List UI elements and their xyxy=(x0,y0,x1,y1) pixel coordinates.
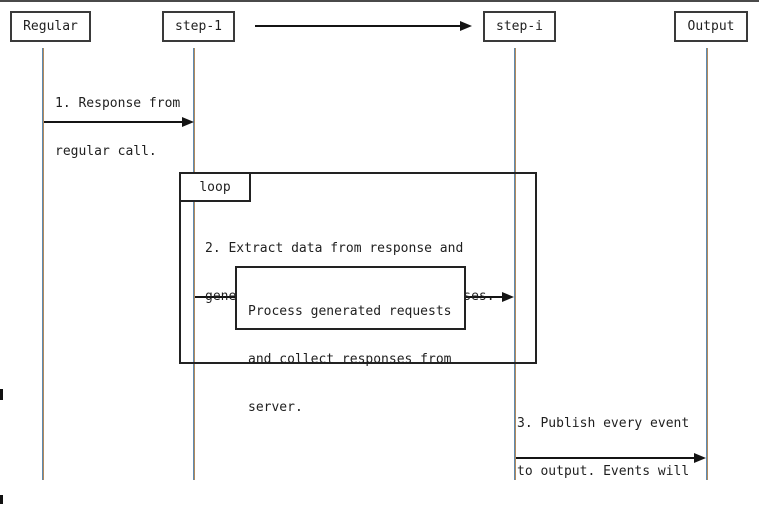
actor-box-step-1: step-1 xyxy=(162,11,235,42)
actor-box-regular: Regular xyxy=(10,11,91,42)
right-arrowhead-icon xyxy=(694,453,706,463)
process-box-line: server. xyxy=(248,400,303,415)
right-arrowhead-icon xyxy=(460,21,472,31)
lifeline-output xyxy=(706,48,708,480)
message-2-line: 2. Extract data from response and xyxy=(205,241,464,256)
loop-fragment-box xyxy=(179,172,537,364)
process-box: Process generated requests and collect r… xyxy=(235,266,466,415)
message-1-line: 1. Response from xyxy=(55,96,181,111)
process-box-line: and collect responses from xyxy=(248,352,452,367)
loop-label-box: loop xyxy=(179,172,251,202)
actor-label-step-1: step-1 xyxy=(175,19,222,34)
message-3-arrow-line xyxy=(516,457,694,459)
right-arrowhead-icon xyxy=(182,117,194,127)
lifeline-step-1 xyxy=(193,48,195,480)
process-connector-line xyxy=(195,296,235,298)
message-3-text: 3. Publish every event to output. Events… xyxy=(517,384,697,508)
loop-label: loop xyxy=(199,179,231,195)
header-arrow-line xyxy=(255,25,460,27)
left-edge-mark xyxy=(0,495,3,504)
actor-label-step-i: step-i xyxy=(496,19,543,34)
actor-label-output: Output xyxy=(687,19,735,34)
left-edge-mark xyxy=(0,389,3,400)
actor-label-regular: Regular xyxy=(23,19,78,34)
process-arrow-line xyxy=(466,296,502,298)
message-1-line: regular call. xyxy=(55,144,157,159)
message-3-line: to output. Events will xyxy=(517,464,690,479)
message-1-text: 1. Response from regular call. xyxy=(55,64,180,192)
right-arrowhead-icon xyxy=(502,292,514,302)
message-1-arrow-line xyxy=(44,121,182,123)
lifeline-regular xyxy=(42,48,44,480)
message-3-line: 3. Publish every event xyxy=(517,416,690,431)
process-box-line: Process generated requests xyxy=(248,304,452,319)
top-border xyxy=(0,0,759,2)
lifeline-step-i xyxy=(514,48,516,480)
actor-box-output: Output xyxy=(674,11,748,42)
actor-box-step-i: step-i xyxy=(483,11,556,42)
